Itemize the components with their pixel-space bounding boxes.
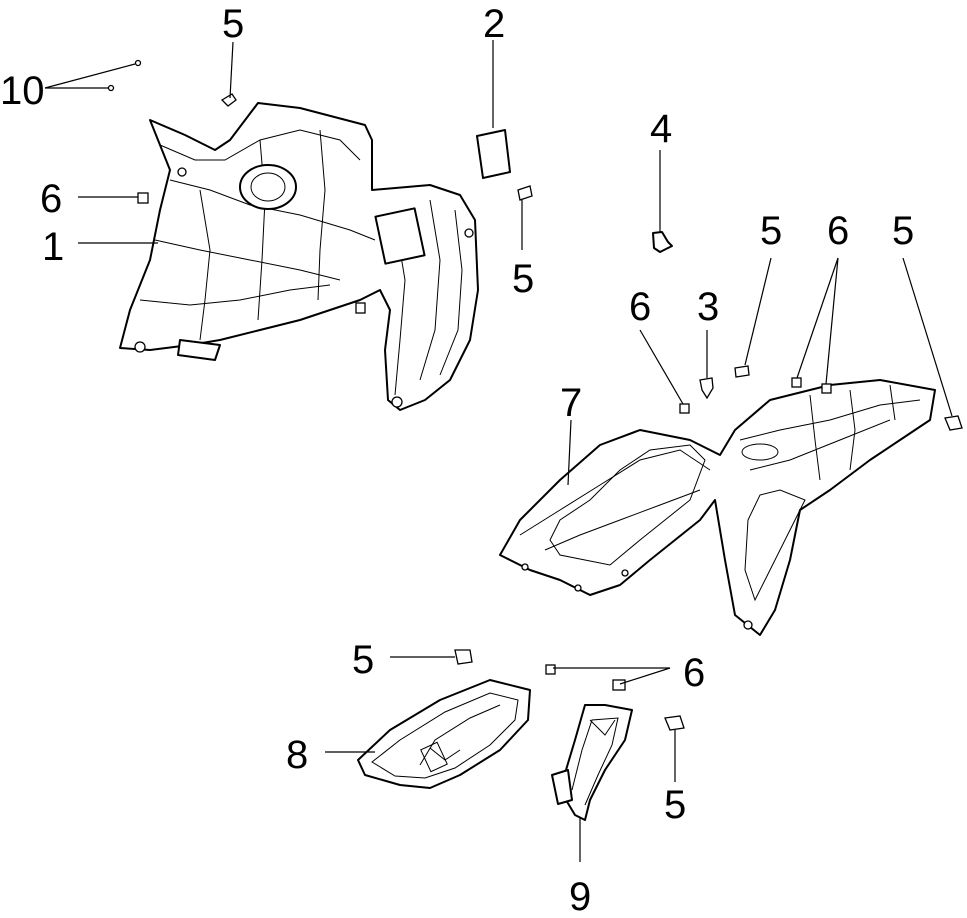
callout-6-left: 6 [40,177,62,221]
callout-6-middle: 6 [629,285,651,329]
callout-9: 9 [569,875,591,918]
part-9-side-grille [551,704,633,821]
callout-6-right: 6 [827,209,849,253]
callout-5-lower-right: 5 [664,783,686,827]
part-8-vent-panel [357,679,531,789]
callout-1: 1 [42,225,64,269]
callout-2: 2 [483,2,505,46]
part-2-pad [476,129,511,179]
part-1-front-inner-panel [119,102,479,411]
hardware-fasteners [107,59,963,731]
callout-5-right-b: 5 [892,209,914,253]
callout-10: 10 [0,69,45,113]
callout-4: 4 [650,107,672,151]
callout-6-lower: 6 [683,651,705,695]
callout-5-lower-left: 5 [352,638,374,682]
callout-5-right-a: 5 [760,209,782,253]
callout-labels: 10 5 2 6 1 5 4 5 6 5 6 3 7 5 6 8 5 9 [0,2,914,918]
part-7-floor-panel [499,379,936,636]
callout-8: 8 [286,733,308,777]
leader-lines [44,40,953,862]
callout-3: 3 [697,285,719,329]
callout-5-top: 5 [222,2,244,46]
callout-7: 7 [560,381,582,425]
part-4-clip [652,231,673,253]
callout-5-center: 5 [512,257,534,301]
